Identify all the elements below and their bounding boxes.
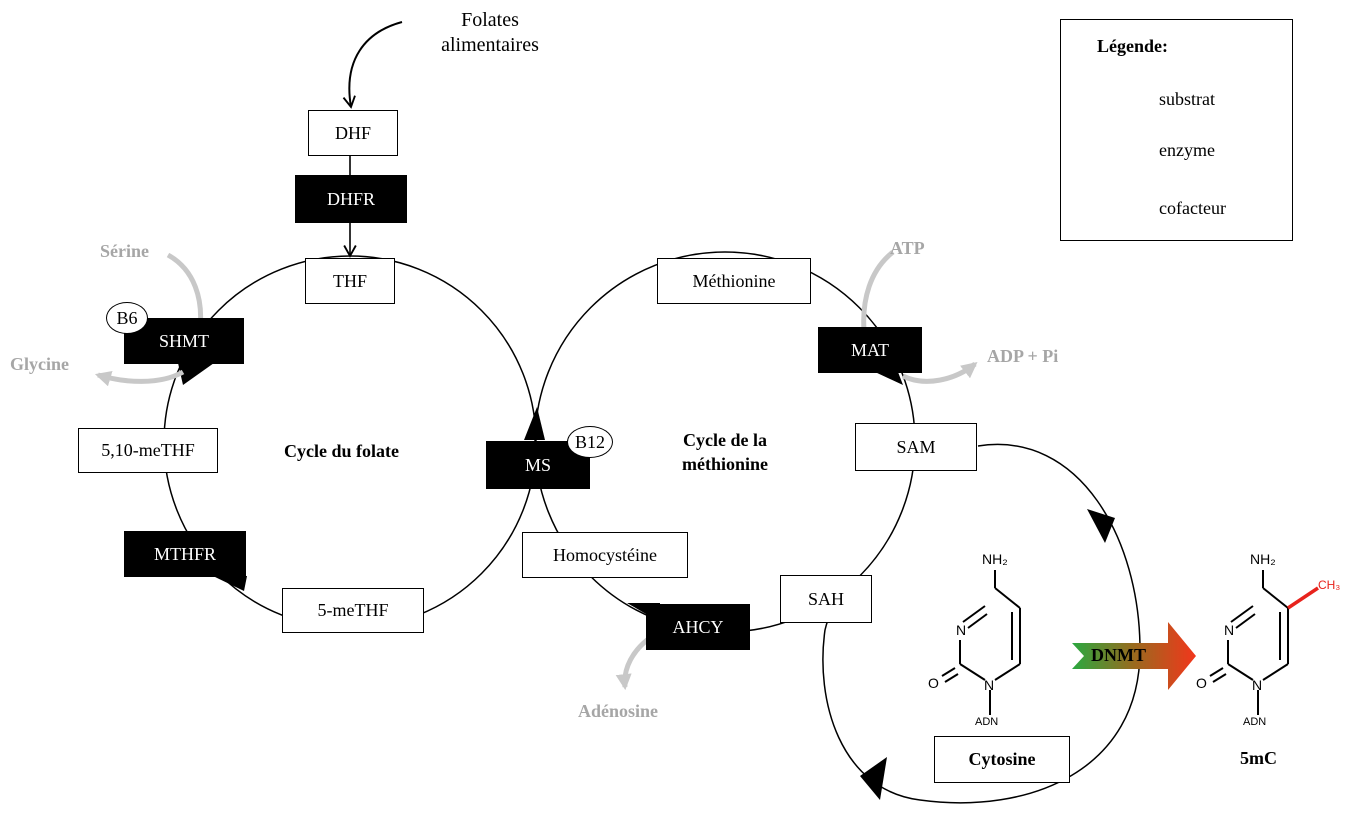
thf-box: THF xyxy=(305,258,395,304)
methionine-box: Méthionine xyxy=(657,258,811,304)
legend-title: Légende: xyxy=(1097,36,1168,56)
cytosine-nh2-label: NH₂ xyxy=(982,551,1008,567)
folate-cycle-label: Cycle du folate xyxy=(284,441,399,461)
ahcy-enzyme: AHCY xyxy=(646,604,750,650)
cytosine-n1-label: N xyxy=(984,677,995,693)
5mc-o-label: O xyxy=(1196,675,1207,691)
dnmt-arrow-shape xyxy=(1072,622,1196,690)
dietary-folates-label: Folates alimentaires xyxy=(420,8,560,58)
dhf-box: DHF xyxy=(308,110,398,156)
cytosine-box: Cytosine xyxy=(934,736,1070,783)
methionine-cycle-label: Cycle de la méthionine xyxy=(655,428,795,476)
dnmt-label: DNMT xyxy=(1091,645,1146,665)
b12-cofactor: B12 xyxy=(567,426,613,458)
dietary-folates-line2: alimentaires xyxy=(441,34,539,56)
methyl-bond xyxy=(1287,586,1319,610)
atp-arrow xyxy=(861,250,895,331)
glycine-arrow xyxy=(94,369,185,387)
cytosine-o-label: O xyxy=(928,675,939,691)
mat-enzyme: MAT xyxy=(818,327,922,373)
adp-pi-arrow xyxy=(901,362,978,384)
5mc-ch3-label: CH₃ xyxy=(1318,578,1341,592)
dietary-folates-line1: Folates xyxy=(461,9,519,31)
adp-pi-label: ADP + Pi xyxy=(987,346,1059,366)
legend-cofactor-label: cofacteur xyxy=(1159,198,1226,218)
mthfr-enzyme: MTHFR xyxy=(124,531,246,577)
mat-tail xyxy=(875,372,903,385)
5mc-product-label: 5mC xyxy=(1240,748,1277,768)
atp-label: ATP xyxy=(890,238,925,258)
5mc-adn-label: ADN xyxy=(1243,716,1267,728)
folates-input-arrow xyxy=(342,21,403,109)
glycine-label: Glycine xyxy=(10,354,69,374)
ms-direction-triangle xyxy=(524,407,545,440)
legend-enzyme-label: enzyme xyxy=(1159,140,1215,160)
shmt-tail xyxy=(178,363,214,385)
5mc-n3-label: N xyxy=(1224,622,1235,638)
adenosine-label: Adénosine xyxy=(578,701,659,721)
b6-cofactor: B6 xyxy=(106,302,148,334)
methionine-cycle-line2: méthionine xyxy=(681,454,768,474)
legend-box: Légende: substrat enzyme cofacteur xyxy=(1060,19,1293,241)
5mc-n1-label: N xyxy=(1252,677,1263,693)
sah-box: SAH xyxy=(780,575,872,623)
methionine-cycle-line1: Cycle de la xyxy=(683,430,767,450)
dhfr-enzyme: DHFR xyxy=(295,175,407,223)
cytosine-structure xyxy=(941,570,1021,715)
sam-loop-triangle xyxy=(1087,509,1115,543)
shmt-enzyme: SHMT xyxy=(124,318,244,364)
methylene-thf-box: 5,10-meTHF xyxy=(78,428,218,473)
serine-label: Sérine xyxy=(100,241,149,261)
5mc-nh2-label: NH₂ xyxy=(1250,551,1276,567)
cytosine-n3-label: N xyxy=(956,622,967,638)
homocysteine-box: Homocystéine xyxy=(522,532,688,578)
sam-box: SAM xyxy=(855,423,977,471)
mthfr-tail xyxy=(213,576,247,591)
sah-loop-triangle xyxy=(860,757,887,800)
5mc-structure xyxy=(1209,570,1289,715)
methyl-thf-box: 5-meTHF xyxy=(282,588,424,633)
legend-substrate-label: substrat xyxy=(1159,89,1215,109)
cytosine-adn-label: ADN xyxy=(975,716,999,728)
